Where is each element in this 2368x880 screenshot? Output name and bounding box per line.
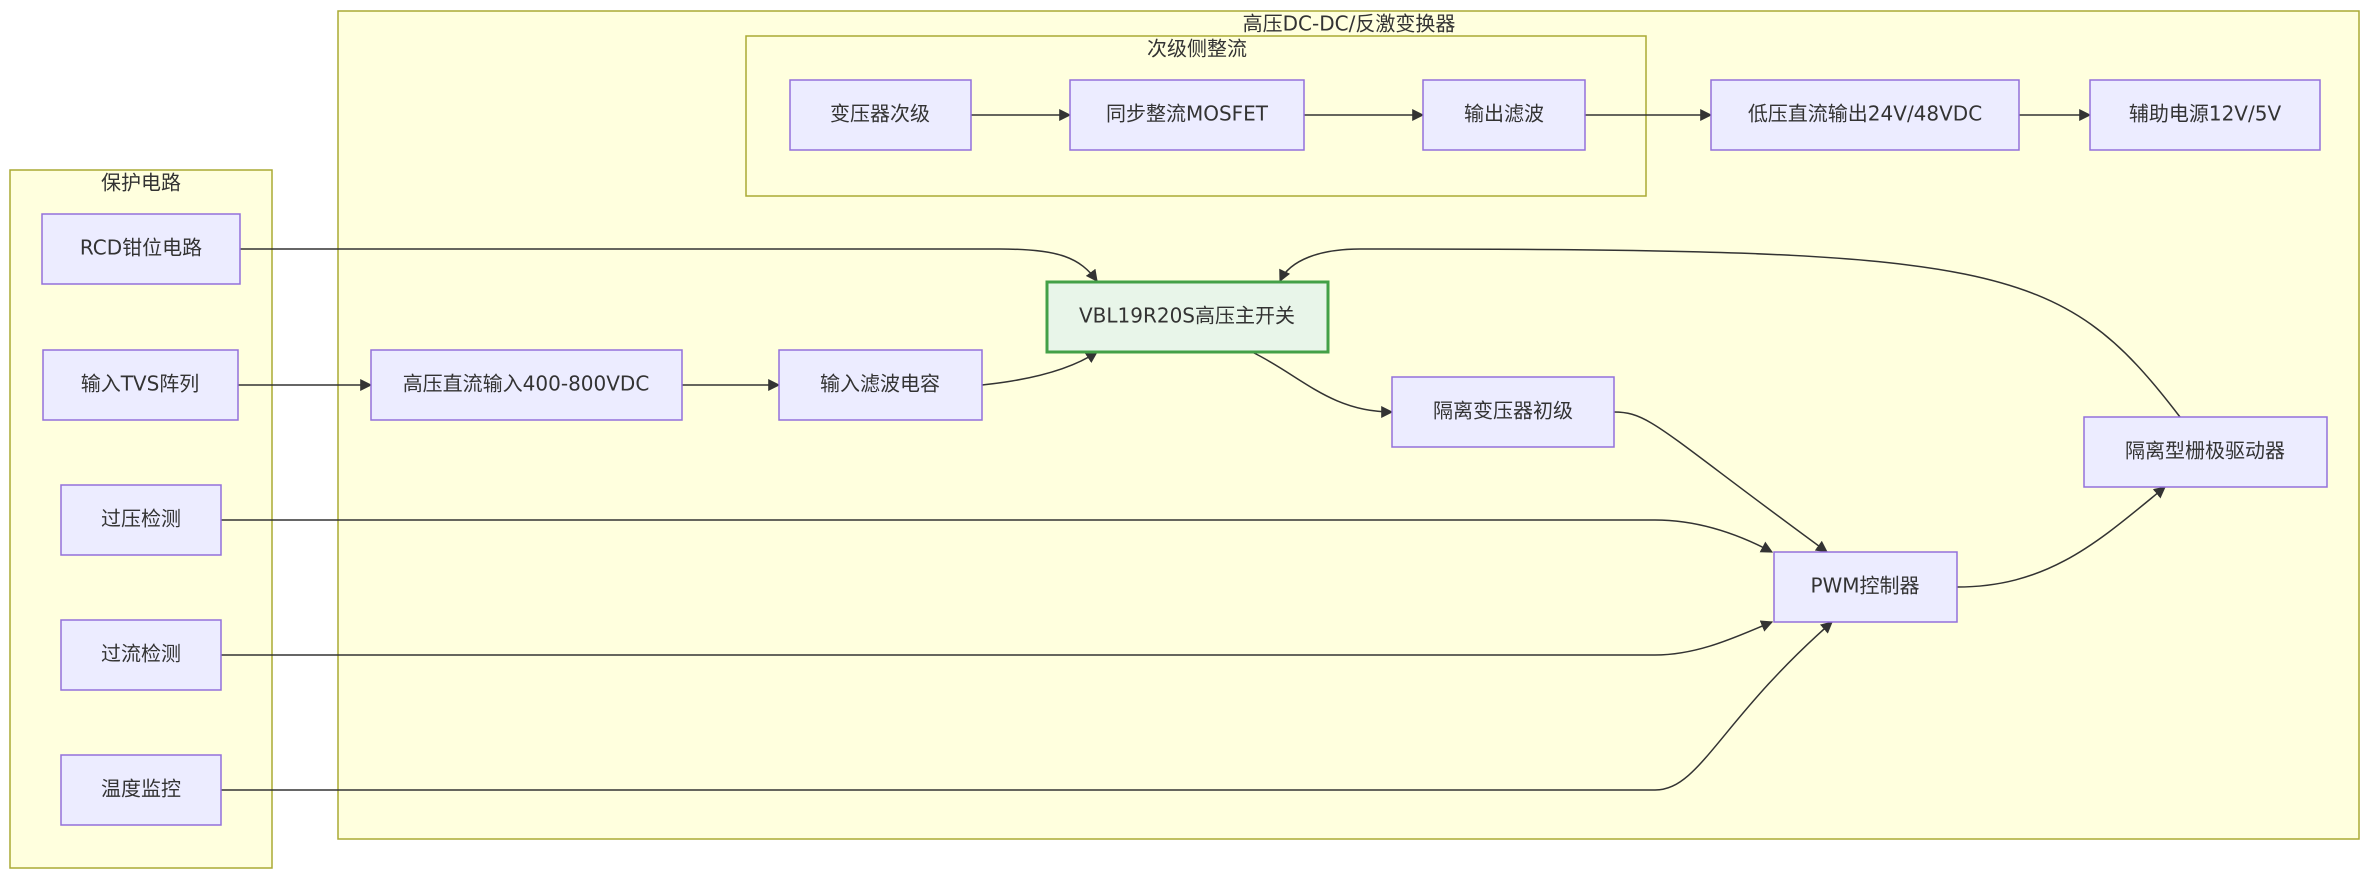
- node-temperature-monitor[interactable]: 温度监控: [60, 754, 222, 826]
- node-input-tvs[interactable]: 输入TVS阵列: [42, 349, 239, 421]
- cluster-protection-title: 保护电路: [101, 171, 181, 195]
- edges: [221, 109, 2181, 791]
- node-output-filter[interactable]: 输出滤波: [1422, 79, 1586, 151]
- node-gate-driver-label: 隔离型栅极驱动器: [2125, 439, 2285, 463]
- node-overcurrent-detect[interactable]: 过流检测: [60, 619, 222, 691]
- node-gate-driver[interactable]: 隔离型栅极驱动器: [2083, 416, 2328, 488]
- edge-gatedriver-to-mainswitch: [1279, 248, 2181, 418]
- cluster-secondary-title: 次级侧整流: [1147, 37, 1247, 61]
- edge-mainswitch-to-xfmrprimary: [1251, 351, 1394, 418]
- node-main-switch-label: VBL19R20S高压主开关: [1079, 304, 1295, 328]
- node-sync-rectifier-label: 同步整流MOSFET: [1106, 102, 1269, 126]
- node-aux-power-label: 辅助电源12V/5V: [2129, 102, 2282, 126]
- node-pwm-controller-label: PWM控制器: [1810, 574, 1919, 598]
- node-overvoltage-detect-label: 过压检测: [101, 507, 181, 531]
- node-overcurrent-detect-label: 过流检测: [101, 642, 181, 666]
- edge-temp-to-pwm: [221, 621, 1833, 791]
- edge-incap-to-mainswitch: [981, 351, 1098, 386]
- node-rcd-clamp[interactable]: RCD钳位电路: [41, 213, 241, 285]
- node-transformer-primary[interactable]: 隔离变压器初级: [1391, 376, 1615, 448]
- edge-ovp-to-pwm: [221, 519, 1774, 553]
- node-main-switch[interactable]: VBL19R20S高压主开关: [1045, 280, 1330, 354]
- node-lv-dc-output-label: 低压直流输出24V/48VDC: [1748, 102, 1982, 126]
- node-pwm-controller[interactable]: PWM控制器: [1773, 551, 1958, 623]
- node-hv-dc-input-label: 高压直流输入400-800VDC: [403, 372, 650, 396]
- node-transformer-secondary-label: 变压器次级: [830, 102, 930, 126]
- node-temperature-monitor-label: 温度监控: [101, 777, 181, 801]
- cluster-main-title: 高压DC-DC/反激变换器: [1243, 12, 1456, 36]
- edge-rcd-to-mainswitch: [240, 248, 1098, 282]
- node-hv-dc-input[interactable]: 高压直流输入400-800VDC: [370, 349, 683, 421]
- node-overvoltage-detect[interactable]: 过压检测: [60, 484, 222, 556]
- edge-pwm-to-gatedriver: [1956, 486, 2166, 588]
- node-input-tvs-label: 输入TVS阵列: [81, 372, 200, 396]
- node-aux-power[interactable]: 辅助电源12V/5V: [2089, 79, 2321, 151]
- node-transformer-primary-label: 隔离变压器初级: [1433, 399, 1573, 423]
- node-input-filter-cap-label: 输入滤波电容: [820, 372, 940, 396]
- node-lv-dc-output[interactable]: 低压直流输出24V/48VDC: [1710, 79, 2020, 151]
- edge-xfmrprimary-to-pwm: [1613, 411, 1828, 553]
- node-output-filter-label: 输出滤波: [1464, 102, 1544, 126]
- node-sync-rectifier[interactable]: 同步整流MOSFET: [1069, 79, 1305, 151]
- node-rcd-clamp-label: RCD钳位电路: [80, 236, 202, 260]
- edge-ocp-to-pwm: [221, 620, 1774, 656]
- node-transformer-secondary[interactable]: 变压器次级: [789, 79, 972, 151]
- node-input-filter-cap[interactable]: 输入滤波电容: [778, 349, 983, 421]
